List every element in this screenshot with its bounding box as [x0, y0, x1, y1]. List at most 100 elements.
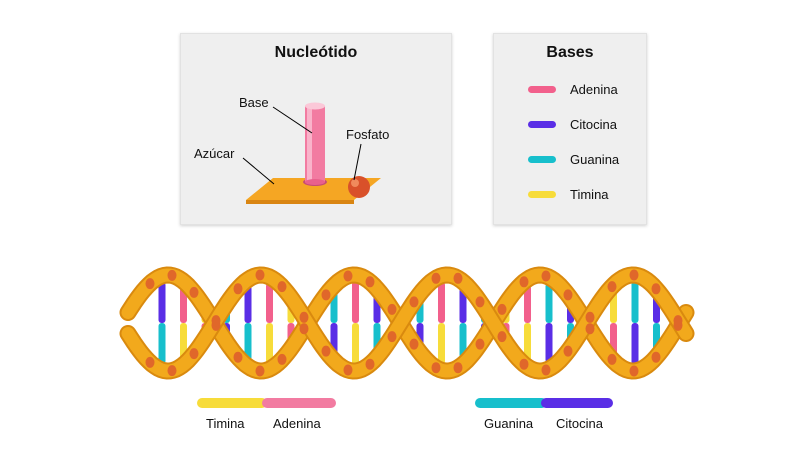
phosphate-dot	[475, 338, 485, 350]
phosphate-dot	[233, 283, 243, 295]
sugar-plate-edge	[246, 200, 354, 204]
phosphate-dot	[651, 351, 661, 363]
phosphate-dot	[321, 289, 331, 301]
base-pointer	[272, 106, 313, 134]
phosphate-dot	[409, 296, 419, 308]
phosphate-dot	[585, 311, 595, 323]
phosphate-dot	[607, 281, 617, 293]
phosphate-dot	[541, 270, 551, 282]
sugar-label: Azúcar	[194, 146, 235, 161]
phosphate-dot	[189, 348, 199, 360]
base-rung-upper	[631, 281, 639, 323]
sugar-pointer	[242, 157, 275, 185]
base-top	[305, 102, 325, 110]
phosphate-dot	[497, 331, 507, 343]
phosphate-dot	[431, 362, 441, 374]
phosphate-dot	[629, 365, 639, 377]
pair-left-first-bar	[197, 398, 267, 408]
pair-left-second-bar	[262, 398, 336, 408]
legend-label: Guanina	[570, 152, 620, 167]
phosphate-dot	[541, 364, 551, 376]
base-rung-upper	[438, 281, 445, 323]
base-rung-lower	[352, 323, 359, 365]
pair-right-second-label: Citocina	[556, 416, 603, 431]
base-rung-lower	[545, 323, 553, 363]
nucleotide-title: Nucleótido	[274, 44, 358, 61]
phosphate-dot	[365, 276, 375, 288]
base-rung-lower	[244, 323, 252, 361]
base-rung-lower	[180, 323, 187, 359]
phosphate-dot	[189, 286, 199, 298]
pair-right-first-label: Guanina	[484, 416, 534, 431]
citocina-swatch	[528, 121, 556, 128]
phosphate-dot	[145, 356, 155, 368]
backbone-strand-2	[121, 268, 693, 378]
base-rung-upper	[244, 285, 252, 323]
nucleotide-card: Nucleótido Base Azúcar Fosfato	[180, 33, 452, 225]
base-rung-upper	[524, 285, 531, 323]
backbone-strand-1	[121, 268, 693, 378]
base-rung-upper	[266, 282, 273, 323]
base-rung-lower	[438, 323, 445, 365]
base-rung-lower	[158, 323, 166, 365]
phosphate-dot	[167, 269, 177, 281]
phosphate-dot	[277, 281, 287, 293]
nucleotide-illustration	[242, 102, 381, 204]
phosphate-dot	[233, 351, 243, 363]
phosphate-pointer	[353, 143, 362, 181]
base-rung-upper	[352, 281, 359, 323]
phosphate-dot	[673, 315, 683, 327]
legend-label: Timina	[570, 187, 609, 202]
bases-title: Bases	[546, 44, 594, 61]
phosphate-dot	[167, 365, 177, 377]
phosphate-dot	[431, 272, 441, 284]
base-rung-upper	[158, 281, 166, 323]
phosphate-dot	[629, 269, 639, 281]
base-rung-lower	[459, 323, 467, 359]
phosphate-dot	[475, 296, 485, 308]
sugar-plate	[246, 178, 381, 200]
pair-left-second-label: Adenina	[273, 416, 321, 431]
phosphate-label: Fosfato	[346, 127, 390, 142]
bases-legend-card: Bases Adenina Citocina Guanina Timina	[493, 33, 647, 225]
phosphate-dot	[365, 358, 375, 370]
phosphate-dot	[519, 358, 529, 370]
phosphate-dot	[255, 269, 265, 281]
phosphate-dot	[387, 331, 397, 343]
phosphate-dot	[343, 364, 353, 376]
phosphate-dot	[299, 311, 309, 323]
adenina-swatch	[528, 86, 556, 93]
pair-right-second-bar	[541, 398, 613, 408]
base-rung-upper	[180, 287, 187, 323]
phosphate-dot	[343, 270, 353, 282]
phosphate-dot	[519, 276, 529, 288]
legend-label: Citocina	[570, 117, 617, 132]
base-label: Base	[239, 95, 269, 110]
base-rung-upper	[545, 283, 553, 323]
guanina-swatch	[528, 156, 556, 163]
pair-left-first-label: Timina	[206, 416, 245, 431]
phosphate-dot	[607, 353, 617, 365]
legend-label: Adenina	[570, 82, 618, 97]
pair-right-first-bar	[475, 398, 547, 408]
phosphate-dot	[453, 362, 463, 374]
phosphate-dot	[321, 345, 331, 357]
phosphate-dot	[651, 283, 661, 295]
phosphate-dot	[563, 289, 573, 301]
timina-swatch	[528, 191, 556, 198]
phosphate-dot	[497, 303, 507, 315]
phosphate-dot	[387, 303, 397, 315]
phosphate-dot	[409, 338, 419, 350]
phosphate-dot	[299, 323, 309, 335]
base-rung-lower	[524, 323, 531, 361]
base-rung-lower	[266, 323, 273, 364]
phosphate-dot	[585, 323, 595, 335]
phosphate-dot	[277, 353, 287, 365]
base-rung-upper	[459, 287, 467, 323]
phosphate-dot	[563, 345, 573, 357]
phosphate-dot	[211, 315, 221, 327]
phosphate-dot	[453, 272, 463, 284]
phosphate-dot	[145, 278, 155, 290]
